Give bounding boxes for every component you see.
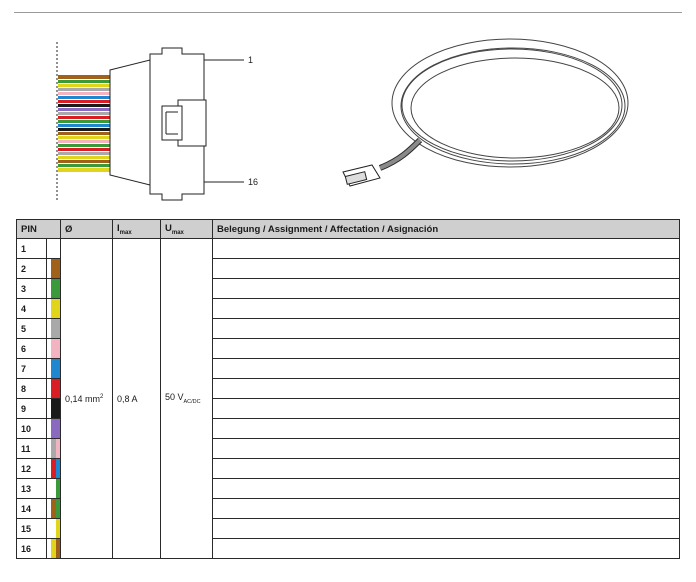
header-pin: PIN xyxy=(16,218,61,240)
pin-number: 9 xyxy=(16,398,47,420)
header-imax: Imax xyxy=(112,218,161,240)
assignment-cell[interactable] xyxy=(212,378,680,400)
cable-plug xyxy=(342,164,381,187)
wire-color-swatch xyxy=(46,358,61,380)
table-header-row: PIN Ø Imax Umax Belegung / Assignment / … xyxy=(16,218,680,240)
wire-color-swatch xyxy=(46,378,61,400)
assignment-cell[interactable] xyxy=(212,258,680,280)
table-row: 3 xyxy=(16,278,680,300)
wire-color-swatch xyxy=(46,458,61,480)
wire-color-swatch xyxy=(46,538,61,560)
wire-color-swatch xyxy=(46,398,61,420)
wire-color-swatch xyxy=(46,338,61,360)
pin-number: 15 xyxy=(16,518,47,540)
callout-pin-16: 16 xyxy=(248,177,259,187)
pin-number: 11 xyxy=(16,438,47,460)
pin-number: 1 xyxy=(16,238,47,260)
wire-color-swatch xyxy=(46,318,61,340)
assignment-cell[interactable] xyxy=(212,518,680,540)
wire-color-swatch xyxy=(46,278,61,300)
table-row: 16 xyxy=(16,538,680,560)
pin-number: 4 xyxy=(16,298,47,320)
table-row: 5 xyxy=(16,318,680,340)
wire-color-swatch xyxy=(46,298,61,320)
pin-number: 14 xyxy=(16,498,47,520)
wire-bundle xyxy=(58,75,110,172)
pin-number: 8 xyxy=(16,378,47,400)
assignment-cell[interactable] xyxy=(212,418,680,440)
top-rule xyxy=(14,12,682,13)
assignment-cell[interactable] xyxy=(212,538,680,560)
callout-pin-1: 1 xyxy=(248,55,254,65)
table-row: 9 xyxy=(16,398,680,420)
wire-color-swatch xyxy=(46,418,61,440)
assignment-cell[interactable] xyxy=(212,498,680,520)
wire-color-swatch xyxy=(46,238,61,260)
wire-color-swatch xyxy=(46,518,61,540)
header-umax: Umax xyxy=(160,218,213,240)
pin-number: 3 xyxy=(16,278,47,300)
voltage-value: 50 VAC/DC xyxy=(160,238,213,560)
assignment-cell[interactable] xyxy=(212,438,680,460)
wire-color-swatch xyxy=(46,258,61,280)
pin-number: 10 xyxy=(16,418,47,440)
pin-number: 6 xyxy=(16,338,47,360)
assignment-cell[interactable] xyxy=(212,298,680,320)
wire-color-swatch xyxy=(46,438,61,460)
pin-number: 2 xyxy=(16,258,47,280)
connector-drawing xyxy=(56,38,629,201)
cross-section-value: 0,14 mm2 xyxy=(60,238,113,560)
assignment-cell[interactable] xyxy=(212,398,680,420)
assignment-cell[interactable] xyxy=(212,238,680,260)
assignment-cell[interactable] xyxy=(212,318,680,340)
pin-assignment-table: PIN Ø Imax Umax Belegung / Assignment / … xyxy=(16,218,680,560)
wire-color-swatch xyxy=(46,498,61,520)
header-diameter: Ø xyxy=(60,218,113,240)
assignment-cell[interactable] xyxy=(212,338,680,360)
wire-color-swatch xyxy=(46,478,61,500)
assignment-cell[interactable] xyxy=(212,278,680,300)
pin-number: 13 xyxy=(16,478,47,500)
assignment-cell[interactable] xyxy=(212,478,680,500)
pin-number: 7 xyxy=(16,358,47,380)
assignment-cell[interactable] xyxy=(212,358,680,380)
current-value: 0,8 A xyxy=(112,238,161,560)
pin-number: 16 xyxy=(16,538,47,560)
pin-number: 5 xyxy=(16,318,47,340)
connector-housing xyxy=(109,47,207,201)
coiled-cable xyxy=(378,38,629,171)
header-assignment: Belegung / Assignment / Affectation / As… xyxy=(212,218,680,240)
table-row: 11 xyxy=(16,438,680,460)
assignment-cell[interactable] xyxy=(212,458,680,480)
pin-number: 12 xyxy=(16,458,47,480)
